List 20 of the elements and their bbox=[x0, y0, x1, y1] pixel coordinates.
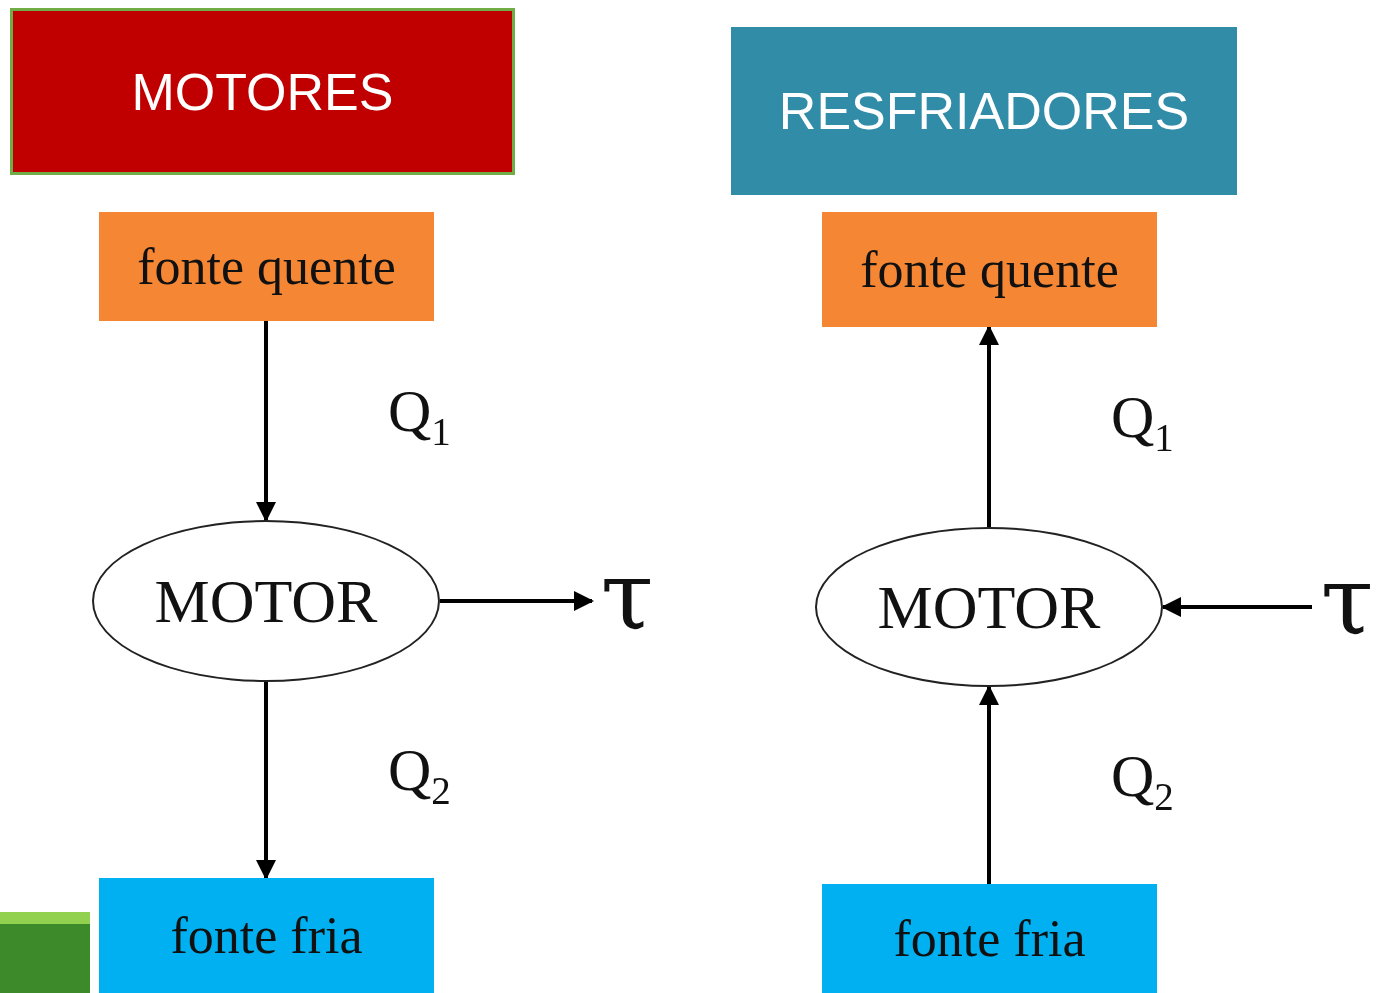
edge-label: Q$_{2}$ bbox=[388, 740, 451, 810]
cold-source-box: fonte fria bbox=[822, 884, 1157, 993]
arrow bbox=[1161, 597, 1312, 617]
arrow bbox=[979, 325, 999, 527]
hot-source-box: fonte quente bbox=[99, 212, 434, 321]
edge-label: Q$_{1}$ bbox=[1111, 387, 1174, 457]
arrow bbox=[256, 321, 276, 522]
title-banner: RESFRIADORES bbox=[731, 27, 1237, 195]
hot-source-box: fonte quente bbox=[822, 212, 1157, 327]
engine-ellipse: MOTOR bbox=[815, 527, 1163, 687]
engine-ellipse: MOTOR bbox=[92, 520, 440, 682]
work-symbol: τ bbox=[592, 548, 662, 643]
edge-label: Q$_{2}$ bbox=[1111, 745, 1174, 816]
arrow bbox=[440, 591, 594, 611]
arrow bbox=[256, 682, 276, 880]
cold-source-box: fonte fria bbox=[99, 878, 434, 993]
arrow bbox=[979, 685, 999, 884]
edge-label: Q$_{1}$ bbox=[388, 380, 451, 451]
title-banner: MOTORES bbox=[10, 8, 515, 175]
work-symbol: τ bbox=[1312, 553, 1382, 648]
